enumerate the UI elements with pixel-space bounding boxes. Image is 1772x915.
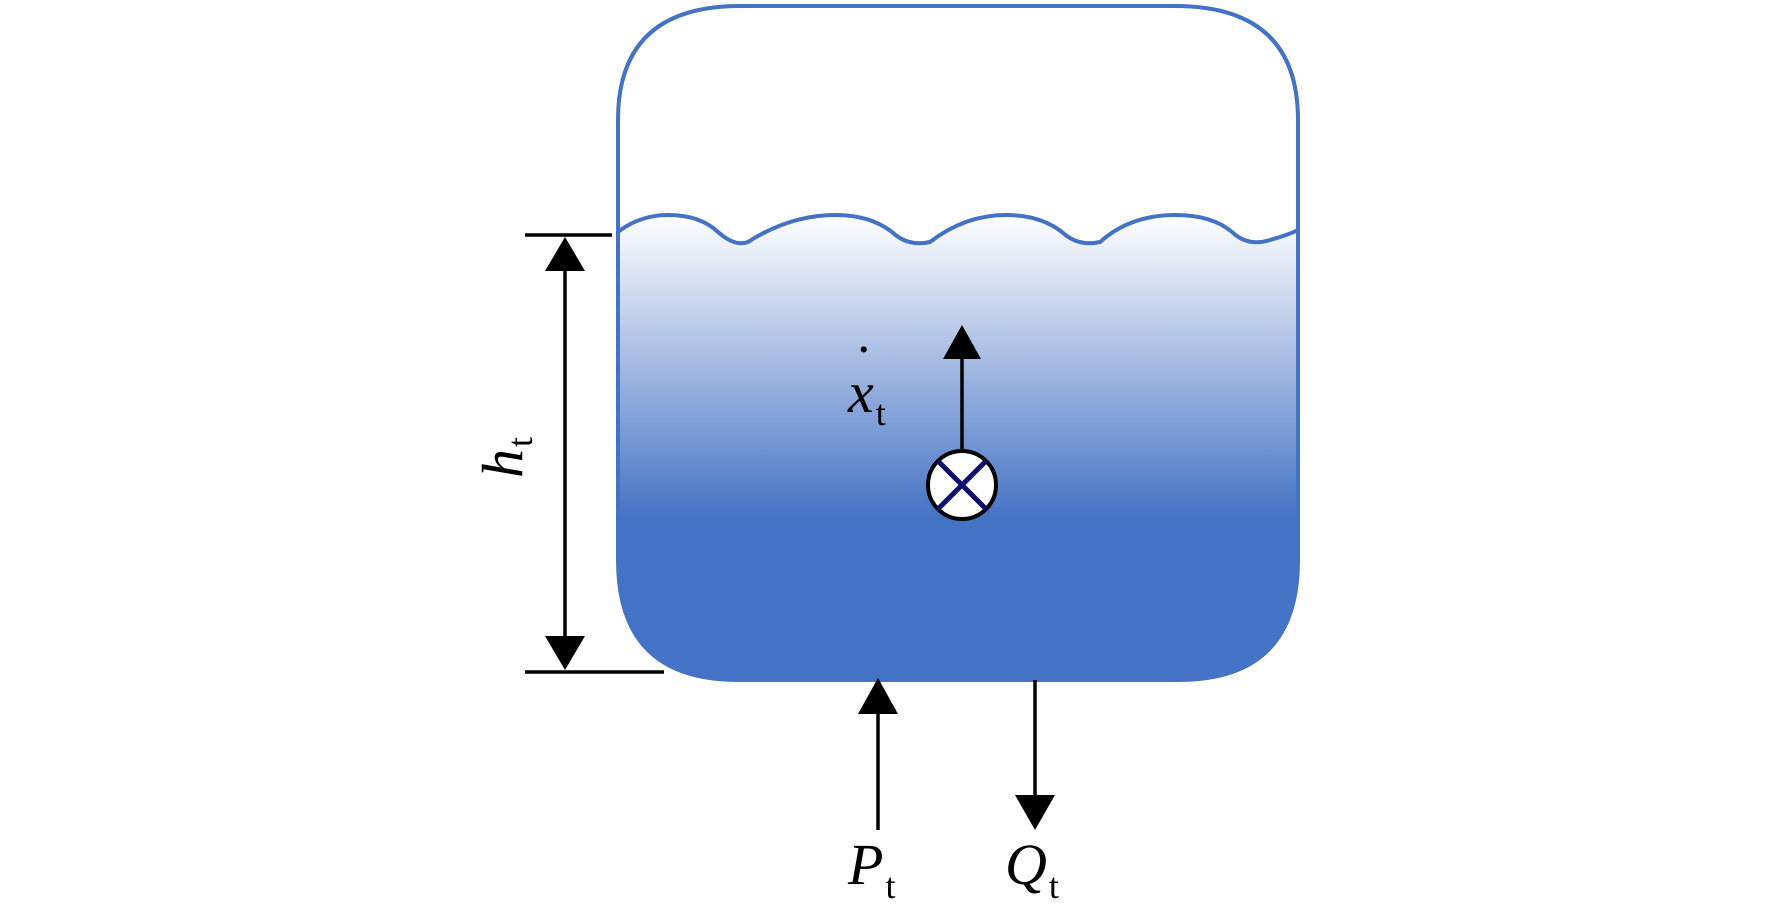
velocity-label: xt xyxy=(847,360,886,433)
velocity-label-accent: ˙ xyxy=(854,333,873,398)
water-surface-line xyxy=(616,212,1299,246)
height-arrow-up-head xyxy=(545,237,585,271)
inflow-label: Pt xyxy=(847,832,895,906)
sensor-arrow-head xyxy=(943,325,981,359)
outflow-label: Qt xyxy=(1005,832,1059,906)
tank-outline xyxy=(616,4,1300,682)
height-label-sub: t xyxy=(500,437,540,447)
height-label: ht xyxy=(470,437,540,478)
circled-x-icon xyxy=(926,449,998,521)
inflow-arrow-head xyxy=(858,678,898,714)
outflow-label-main: Q xyxy=(1005,832,1047,897)
height-label-main: h xyxy=(470,449,535,478)
height-arrow-down-head xyxy=(545,636,585,670)
inflow-label-main: P xyxy=(847,832,883,897)
outflow-label-sub: t xyxy=(1049,866,1059,906)
velocity-label-main: x xyxy=(847,360,874,425)
water xyxy=(618,215,1298,680)
velocity-label-sub: t xyxy=(876,393,886,433)
inflow-label-sub: t xyxy=(885,866,895,906)
outflow-arrow-head xyxy=(1015,795,1055,830)
